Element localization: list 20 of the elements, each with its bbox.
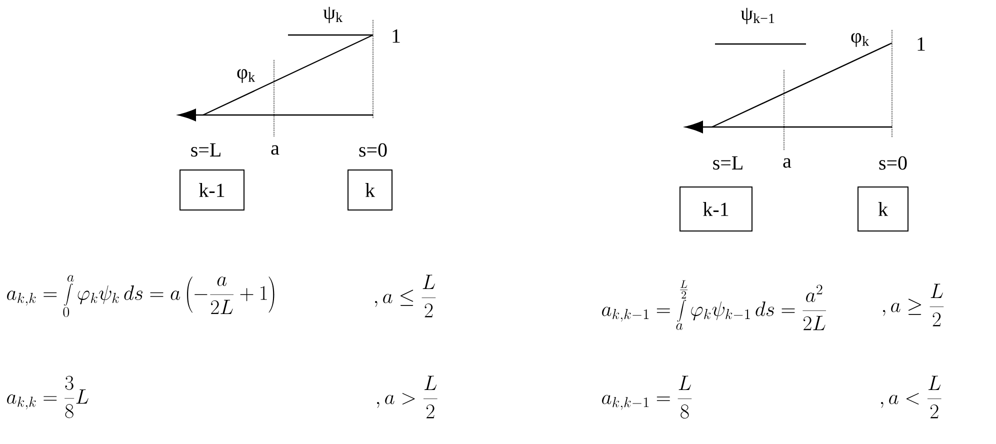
formula: $,a \le \frac{L}{2}$ [375,274,436,318]
formula: $,a > \frac{L}{2}$ [377,376,438,418]
axis-label: a [783,158,792,168]
function-label: ψ$_{k}$ [323,6,343,24]
value-label: 1 [392,29,400,43]
function-label: ψ$_{k−1}$ [740,8,774,24]
value-label: 1 [918,37,925,51]
element-box: k [348,170,392,210]
axis-label: a [271,145,280,155]
element-box: k-1 [680,186,752,232]
element-box: k-1 [180,170,244,210]
formula: $a_{k,k-1} = \int\limits_{a}^{\frac{L}{2}} \varphi_{k}\psi_{k-1}\, ds = \frac{a^{2}}{2L}$ [602,280,826,330]
element-box: k [858,186,908,232]
formula: $a_{k,k-1} = \frac{L}{8}$ [602,376,692,419]
formula: $,a < \frac{L}{2}$ [881,376,942,418]
function-label: φ$_{k}$ [851,33,870,47]
formula: $a_{k,k} = \int\limits_{0}^{a} \varphi_{k}\psi_{k}\, ds = a\left(-\frac{a}{2L}+1\right)$ [7,275,274,317]
formula: $,a \ge \frac{L}{2}$ [883,284,944,326]
function-label: φ$_{k}$ [237,69,256,83]
formula: $a_{k,k} = \frac{3}{8}L$ [7,376,88,418]
